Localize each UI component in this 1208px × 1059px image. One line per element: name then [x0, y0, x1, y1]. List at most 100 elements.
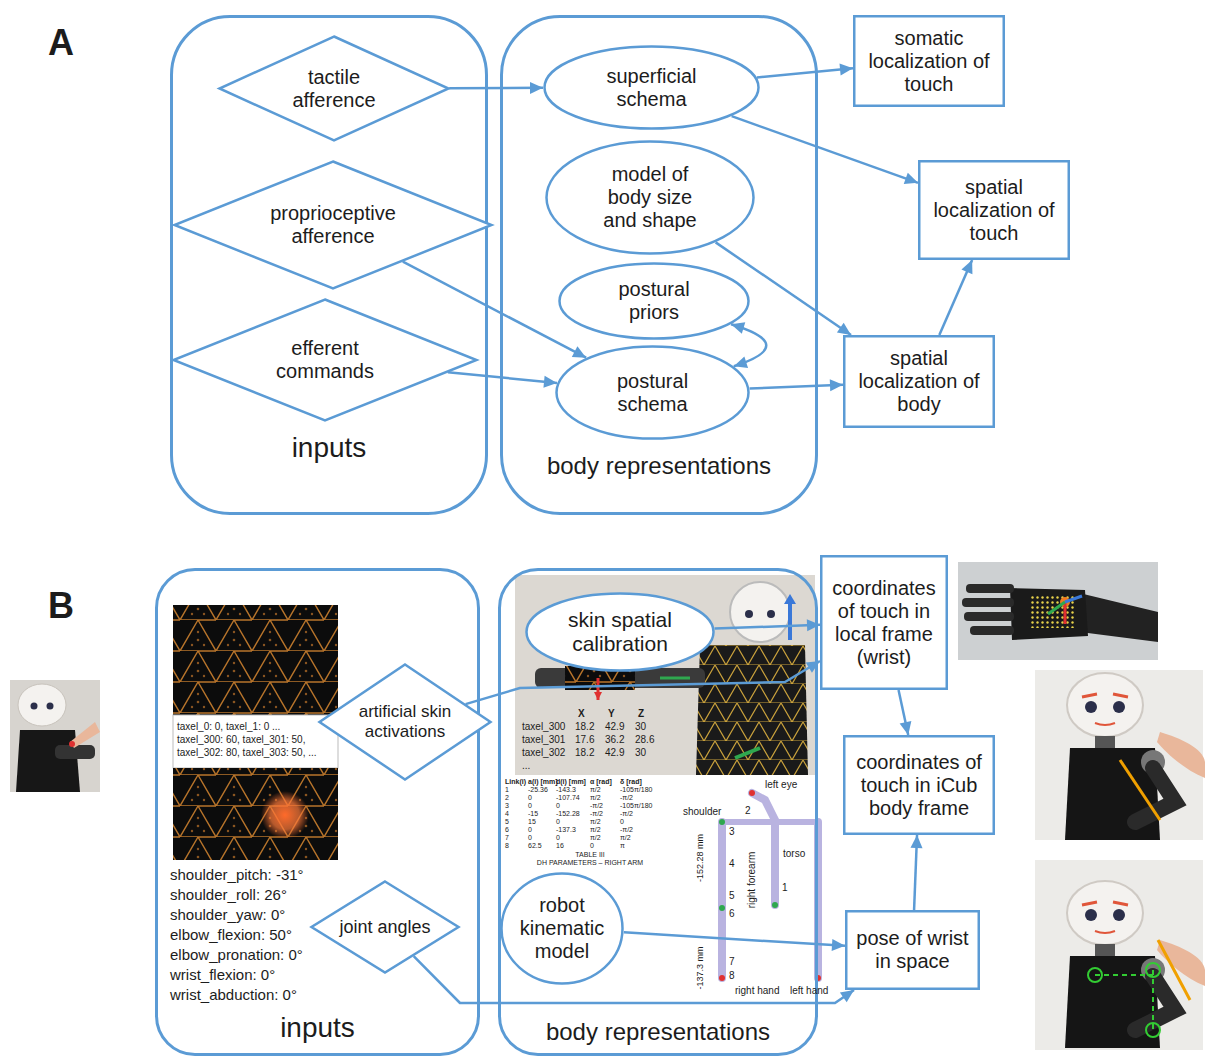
table-cell: -152.28: [556, 810, 580, 818]
photo-left: [10, 680, 100, 792]
link-number: 4: [729, 858, 735, 870]
calibration-cell: taxel_301: [522, 734, 565, 746]
node-text-block: proprioceptive afference: [258, 202, 408, 248]
box-outline: [844, 336, 994, 427]
representation-ellipse: robot kinematic model: [500, 872, 624, 985]
connector: [757, 64, 853, 78]
table-cell: 0: [556, 834, 560, 842]
box-outline: [919, 161, 1069, 259]
table-cell: 5: [505, 818, 509, 826]
table-cell: π/2: [590, 826, 601, 834]
table-cell: -π/2: [620, 810, 633, 818]
arrowhead: [840, 990, 854, 1002]
robot-photo: [515, 575, 815, 775]
table-header: a(i) [mm]: [528, 778, 558, 786]
figure-label: left hand: [790, 985, 828, 997]
node-label: coordinates of touch in local frame (wri…: [827, 577, 941, 669]
arrowhead: [734, 357, 748, 368]
group-panel: body representations superficial schema mo…: [500, 15, 818, 515]
node-text-block: pose of wrist in space: [852, 927, 973, 973]
output-box: coordinates of touch in iCub body frame: [843, 735, 995, 835]
link-number: 6: [729, 908, 735, 920]
input-diamond: tactile afference: [218, 35, 450, 142]
table-cell: 4: [505, 810, 509, 818]
node-text-block: model of body size and shape: [593, 163, 708, 232]
diamond-outline: [320, 665, 491, 780]
node-label: pose of wrist in space: [852, 927, 973, 973]
table-cell: 0: [590, 842, 594, 850]
calibration-cell: 18.2: [575, 721, 594, 733]
table-cell: 7: [505, 834, 509, 842]
ellipse-outline: [527, 594, 714, 671]
connector-line: [449, 87, 543, 90]
arrowhead: [904, 173, 918, 184]
link-number: 3: [729, 826, 735, 838]
group-title: inputs: [173, 432, 485, 464]
table-cell: π/2: [590, 834, 601, 842]
node-text-block: robot kinematic model: [517, 894, 607, 963]
table-cell: 0: [528, 794, 532, 802]
representation-ellipse: skin spatial calibration: [525, 592, 715, 672]
table-cell: -137.3: [556, 826, 576, 834]
taxel-reading: taxel_300: 60, taxel_301: 50,: [177, 734, 305, 746]
input-diamond: efferent commands: [172, 298, 478, 422]
calibration-cell: 30: [635, 721, 646, 733]
link-number: 7: [729, 956, 735, 968]
figure-label: shoulder: [683, 806, 721, 818]
arrowhead: [911, 835, 923, 848]
representation-ellipse: superficial schema: [543, 45, 760, 130]
calibration-cell: 42.9: [605, 721, 624, 733]
calibration-cell: 18.2: [575, 747, 594, 759]
node-label: joint angles: [339, 917, 430, 938]
box-outline: [854, 16, 1004, 106]
node-label: spatial localization of body: [850, 347, 988, 416]
diamond-outline: [174, 300, 477, 421]
ellipse-outline: [560, 264, 749, 339]
axis-header: Z: [638, 708, 644, 720]
connector: [911, 835, 923, 910]
node-text-block: somatic localization of touch: [860, 27, 998, 96]
skin-activation-images: [173, 605, 338, 860]
box-outline: [821, 556, 947, 689]
arrowhead: [572, 346, 586, 357]
table-cell: 0: [556, 818, 560, 826]
calibration-cell: taxel_300: [522, 721, 565, 733]
connector-line: [939, 260, 972, 335]
figure-label: right hand: [735, 985, 779, 997]
table-cell: -107.74: [556, 794, 580, 802]
arrowhead: [839, 64, 853, 76]
link-number: 1: [782, 882, 788, 894]
table-cell: -143.3: [556, 786, 576, 794]
ellipse-outline: [547, 142, 754, 254]
input-diamond: proprioceptive afference: [173, 160, 493, 290]
box-outline: [846, 911, 979, 989]
table-cell: π/2: [620, 834, 631, 842]
calibration-cell: 28.6: [635, 734, 654, 746]
node-label: robot kinematic model: [517, 894, 607, 963]
calibration-cell: 36.2: [605, 734, 624, 746]
output-box: spatial localization of body: [843, 335, 995, 428]
group-panel: inputs tactile afference proprioceptive af…: [170, 15, 488, 515]
table-cell: -π/2: [620, 826, 633, 834]
joint-angle-value: shoulder_yaw: 0°: [170, 906, 285, 923]
table-cell: -π/2: [590, 810, 603, 818]
figure-label: left eye: [765, 779, 797, 791]
taxel-reading: taxel_0: 0, taxel_1: 0 ...: [177, 721, 280, 733]
table-cell: 0: [556, 802, 560, 810]
hand-photo: [958, 562, 1158, 660]
table-cell: -105π/180: [620, 802, 652, 810]
table-cell: 15: [528, 818, 536, 826]
table-cell: -105π/180: [620, 786, 652, 794]
node-label: artificial skin activations: [345, 702, 465, 741]
node-text-block: tactile afference: [284, 66, 384, 112]
arrowhead: [837, 323, 851, 335]
node-label: coordinates of touch in iCub body frame: [850, 751, 988, 820]
node-text-block: artificial skin activations: [345, 702, 465, 741]
arrowhead: [807, 619, 820, 631]
output-box: pose of wrist in space: [845, 910, 980, 990]
table-cell: π/2: [590, 794, 601, 802]
group-title: body representations: [503, 452, 815, 480]
connector: [939, 260, 972, 335]
representation-ellipse: model of body size and shape: [545, 140, 755, 255]
arrowhead: [830, 379, 843, 391]
